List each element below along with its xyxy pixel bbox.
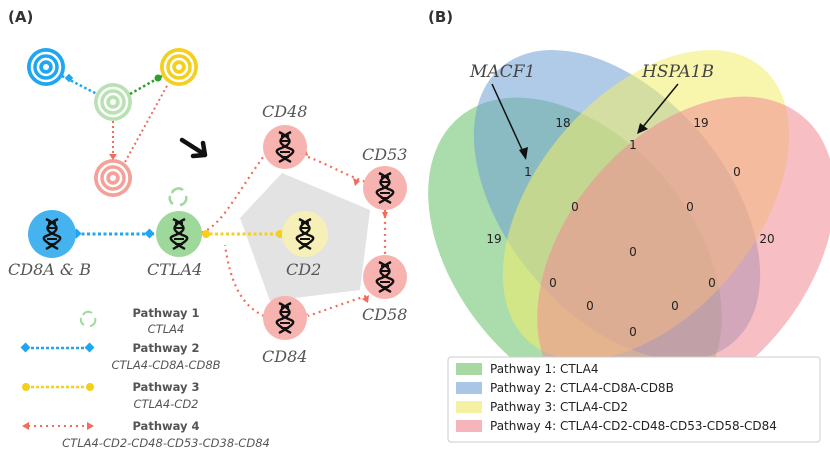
venn-count-p1-p2: 1 bbox=[524, 165, 532, 179]
venn-ellipse-pathway4 bbox=[537, 96, 830, 416]
target-icon-blue bbox=[27, 48, 65, 86]
venn-count-p1-p2-p3: 0 bbox=[571, 200, 579, 214]
venn-count-pathway2-only: 18 bbox=[555, 116, 570, 130]
venn-legend-label-pathway3: Pathway 3: CTLA4-CD2 bbox=[490, 400, 628, 414]
venn-count-p2-p3: 1 bbox=[629, 138, 637, 152]
venn-legend-swatch-pathway2 bbox=[456, 382, 482, 394]
gene-label-cd48: CD48 bbox=[262, 102, 307, 121]
legend-symbol-pathway4 bbox=[22, 422, 94, 430]
legend-sub-pathway1: CTLA4 bbox=[148, 322, 185, 336]
venn-legend-label-pathway2: Pathway 2: CTLA4-CD8A-CD8B bbox=[490, 381, 674, 395]
venn-count-pathway3-only: 19 bbox=[693, 116, 708, 130]
target-connector-red bbox=[109, 83, 169, 163]
venn-count-p3-p4: 0 bbox=[733, 165, 741, 179]
venn-count-p1-p4: 0 bbox=[629, 325, 637, 339]
target-icon-yellow bbox=[160, 48, 198, 86]
venn-count-p1-p3: 0 bbox=[549, 276, 557, 290]
venn-legend-swatch-pathway4 bbox=[456, 420, 482, 432]
legend-title-pathway1: Pathway 1 bbox=[132, 306, 199, 320]
annotation-macf1: MACF1 bbox=[469, 62, 535, 82]
venn-count-center: 0 bbox=[629, 245, 637, 259]
recycle-icon bbox=[168, 187, 188, 207]
gene-node-cd58 bbox=[363, 255, 407, 299]
legend-title-pathway2: Pathway 2 bbox=[132, 341, 199, 355]
venn-count-p2-p4: 0 bbox=[708, 276, 716, 290]
pathway4-marker-5 bbox=[362, 295, 369, 303]
venn-legend-swatch-pathway3 bbox=[456, 401, 482, 413]
gene-label-cd84: CD84 bbox=[262, 347, 307, 366]
pathway3-connector bbox=[202, 230, 285, 238]
panel-b-label: (B) bbox=[428, 8, 453, 26]
venn-legend-label-pathway1: Pathway 1: CTLA4 bbox=[490, 362, 598, 376]
gene-node-ctla4 bbox=[156, 211, 202, 257]
gene-label-cd53: CD53 bbox=[362, 145, 407, 164]
legend-sub-pathway3: CTLA4-CD2 bbox=[134, 397, 199, 411]
venn-legend-label-pathway4: Pathway 4: CTLA4-CD2-CD48-CD53-CD58-CD84 bbox=[490, 419, 777, 433]
gene-node-cd53 bbox=[363, 166, 407, 210]
legend-title-pathway3: Pathway 3 bbox=[132, 380, 199, 394]
target-connector-blue bbox=[61, 73, 98, 96]
venn-count-pathway4-only: 20 bbox=[759, 232, 774, 246]
gene-node-cd2 bbox=[282, 211, 328, 257]
venn-diagram bbox=[428, 50, 830, 416]
legend-symbol-pathway2 bbox=[20, 342, 95, 353]
gene-label-cd8ab: CD8A & B bbox=[8, 260, 91, 279]
legend-symbol-pathway1 bbox=[79, 310, 97, 327]
gene-node-cd48 bbox=[263, 125, 307, 169]
venn-count-pathway1-only: 19 bbox=[486, 232, 501, 246]
venn-legend-swatch-pathway1 bbox=[456, 363, 482, 375]
gene-label-cd58: CD58 bbox=[362, 305, 407, 324]
target-icon-red bbox=[94, 159, 132, 197]
gene-node-cd84 bbox=[263, 296, 307, 340]
gene-label-cd2: CD2 bbox=[286, 260, 321, 279]
annotation-arrow-macf1 bbox=[491, 83, 528, 160]
legend-sub-pathway4: CTLA4-CD2-CD48-CD53-CD38-CD84 bbox=[62, 436, 270, 450]
venn-legend-box bbox=[447, 356, 821, 443]
target-connector-green bbox=[129, 74, 163, 96]
legend-symbol-pathway3 bbox=[22, 383, 94, 391]
venn-count-p1-p3-p4: 0 bbox=[586, 299, 594, 313]
legend-title-pathway4: Pathway 4 bbox=[132, 419, 199, 433]
pathway4-marker-2 bbox=[353, 178, 360, 186]
gene-label-ctla4: CTLA4 bbox=[147, 260, 202, 279]
pathway2-connector bbox=[71, 228, 155, 239]
panel-a-label: (A) bbox=[8, 8, 33, 26]
arrow-icon bbox=[179, 137, 208, 159]
annotation-arrow-hspa1b bbox=[637, 83, 679, 134]
target-icon-green bbox=[94, 83, 132, 121]
annotation-hspa1b: HSPA1B bbox=[641, 62, 714, 82]
venn-count-p2-p3-p4: 0 bbox=[686, 200, 694, 214]
legend-sub-pathway2: CTLA4-CD8A-CD8B bbox=[111, 358, 220, 372]
pathway4-marker-3 bbox=[382, 212, 388, 219]
venn-count-p1-p2-p4: 0 bbox=[671, 299, 679, 313]
gene-node-cd8ab bbox=[28, 210, 76, 258]
